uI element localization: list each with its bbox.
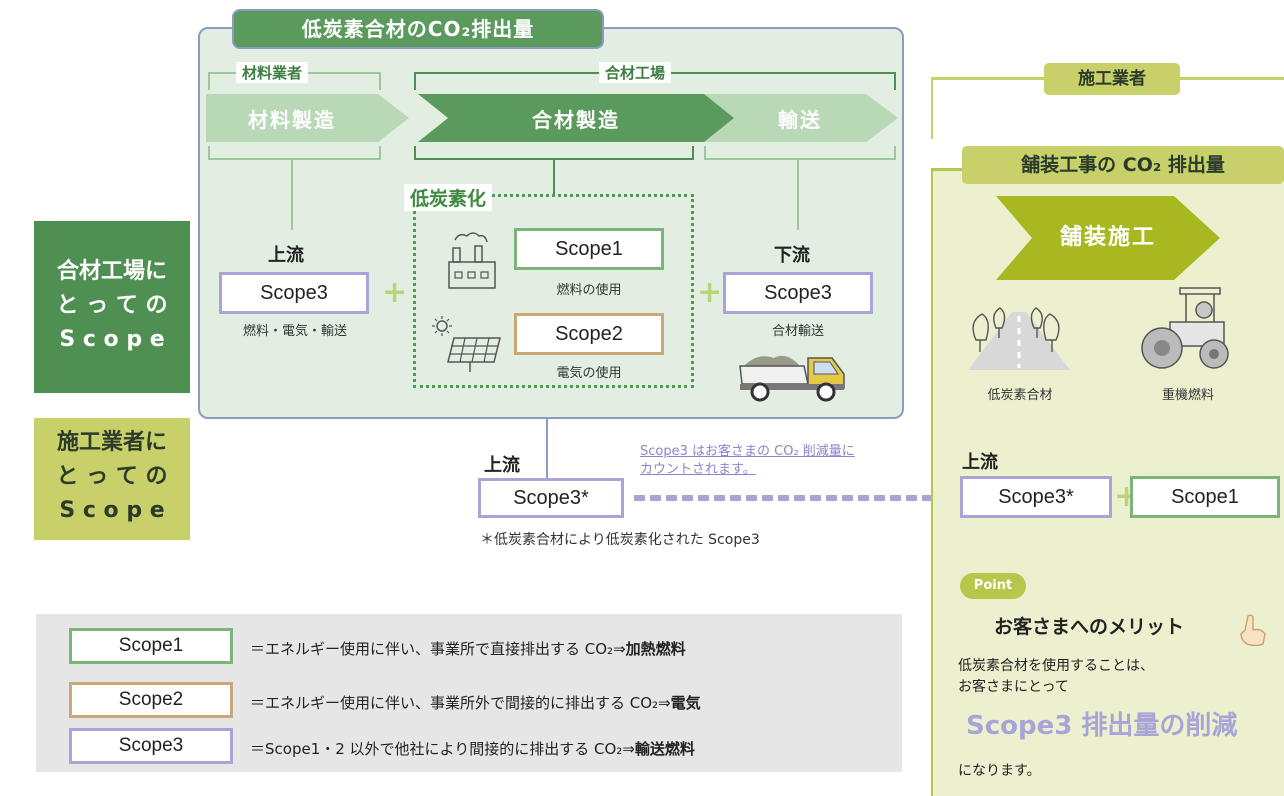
- legend-scope1-box: Scope1: [69, 628, 233, 664]
- merit-line-1: 低炭素合材を使用することは、: [958, 658, 1154, 674]
- contractor-upstream-label: 上流: [484, 455, 520, 476]
- mix-bracket-bottom: [414, 146, 694, 160]
- legend-scope2-text: ＝エネルギー使用に伴い、事業所外で間接的に排出する CO₂⇒電気: [250, 692, 701, 713]
- step-material-mfg: 材料製造: [248, 107, 336, 132]
- legend-scope2-desc: ＝エネルギー使用に伴い、事業所外で間接的に排出する CO₂⇒: [250, 694, 671, 712]
- down-connector: [546, 418, 548, 480]
- side-contractor-line-2: と っ て の: [56, 464, 168, 489]
- point-badge: Point: [960, 573, 1026, 599]
- scope-legend: Scope1 ＝エネルギー使用に伴い、事業所で直接排出する CO₂⇒加熱燃料 S…: [36, 614, 902, 772]
- legend-scope1-text: ＝エネルギー使用に伴い、事業所で直接排出する CO₂⇒加熱燃料: [250, 638, 686, 659]
- low-carbon-mix-label: 低炭素合材: [987, 388, 1053, 403]
- factory-icon: [448, 232, 496, 289]
- legend-scope3-bold: 輸送燃料: [634, 740, 695, 758]
- dashed-arrow: [634, 489, 960, 507]
- paving-scope3-box: Scope3*: [960, 476, 1112, 518]
- plant-label: 合材工場: [599, 62, 672, 83]
- downstream-detail: 合材輸送: [771, 324, 824, 339]
- paving-upstream-label: 上流: [962, 452, 998, 473]
- process-chevrons: [206, 94, 898, 142]
- road-trees-icon: [968, 307, 1070, 370]
- paving-chevron: [996, 196, 1220, 280]
- side-plant-line-3: S c o p e: [59, 327, 165, 352]
- legend-scope3-box: Scope3: [69, 728, 233, 764]
- side-plant-line-2: と っ て の: [56, 293, 168, 318]
- contractor-scope-side-label: 施工業者に と っ て の S c o p e: [34, 418, 190, 540]
- supplier-bracket-bottom: [208, 146, 381, 160]
- legend-scope2-bold: 電気: [670, 694, 701, 712]
- note-link[interactable]: Scope3 はお客さまの CO₂ 削減量に カウントされます。: [640, 443, 855, 479]
- fuel-use-label: 燃料の使用: [556, 283, 622, 298]
- decarb-label: 低炭素化: [404, 184, 493, 211]
- contractor-left-line: [931, 77, 933, 139]
- merit-line-2: お客さまにとって: [958, 679, 1069, 695]
- side-contractor-line-3: S c o p e: [59, 498, 165, 523]
- connector-lines: [291, 160, 799, 230]
- solar-panel-icon: [432, 316, 501, 372]
- decarb-box: [413, 194, 694, 388]
- plus-sign-2: +: [697, 275, 723, 310]
- merit-end: になります。: [958, 763, 1041, 779]
- plant-scope-side-label: 合材工場に と っ て の S c o p e: [34, 221, 190, 393]
- merit-title: お客さまへのメリット: [994, 616, 1185, 638]
- paving-title: 舗装工事の CO₂ 排出量: [962, 146, 1284, 184]
- road-roller-icon: [1141, 287, 1229, 369]
- legend-scope1-desc: ＝エネルギー使用に伴い、事業所で直接排出する CO₂⇒: [250, 640, 626, 658]
- legend-scope3-text: ＝Scope1・2 以外で他社により間接的に排出する CO₂⇒輸送燃料: [250, 738, 695, 759]
- legend-scope3-desc: ＝Scope1・2 以外で他社により間接的に排出する CO₂⇒: [250, 740, 635, 758]
- downstream-scope3-box: Scope3: [723, 272, 873, 314]
- plus-sign-1: +: [382, 275, 408, 310]
- downstream-label: 下流: [774, 245, 810, 266]
- merit-body: 低炭素合材を使用することは、 お客さまにとって: [958, 656, 1154, 698]
- upstream-scope3-box: Scope3: [219, 272, 369, 314]
- transport-bracket-bottom: [704, 146, 896, 160]
- upstream-detail: 燃料・電気・輸送: [242, 324, 347, 339]
- scope1-box: Scope1: [514, 228, 664, 270]
- legend-scope1-bold: 加熱燃料: [625, 640, 686, 658]
- merit-highlight: Scope3 排出量の削減: [966, 711, 1238, 741]
- pointing-hand-icon: [1240, 614, 1266, 646]
- upstream-label: 上流: [268, 245, 304, 266]
- side-plant-line-1: 合材工場に: [56, 259, 167, 284]
- electric-use-label: 電気の使用: [556, 366, 622, 381]
- step-mix-mfg: 合材製造: [532, 107, 620, 132]
- footnote: ＊低炭素合材により低炭素化された Scope3: [480, 532, 760, 548]
- contractor-label: 施工業者: [1044, 63, 1180, 95]
- note-link-line-2[interactable]: カウントされます。: [640, 462, 756, 477]
- step-transport: 輸送: [778, 107, 822, 132]
- side-contractor-line-1: 施工業者に: [56, 430, 167, 455]
- paving-step-label: 舗装施工: [1059, 225, 1156, 250]
- panel-title: 低炭素合材のCO₂排出量: [232, 9, 604, 49]
- legend-scope2-box: Scope2: [69, 682, 233, 718]
- note-link-line-1[interactable]: Scope3 はお客さまの CO₂ 削減量に: [640, 444, 855, 459]
- machine-fuel-label: 重機燃料: [1161, 388, 1214, 403]
- paving-scope1-box: Scope1: [1130, 476, 1280, 518]
- scope2-box: Scope2: [514, 313, 664, 355]
- dump-truck-icon: [739, 355, 845, 402]
- materials-supplier-label: 材料業者: [236, 62, 309, 83]
- contractor-scope3-box: Scope3*: [478, 478, 624, 518]
